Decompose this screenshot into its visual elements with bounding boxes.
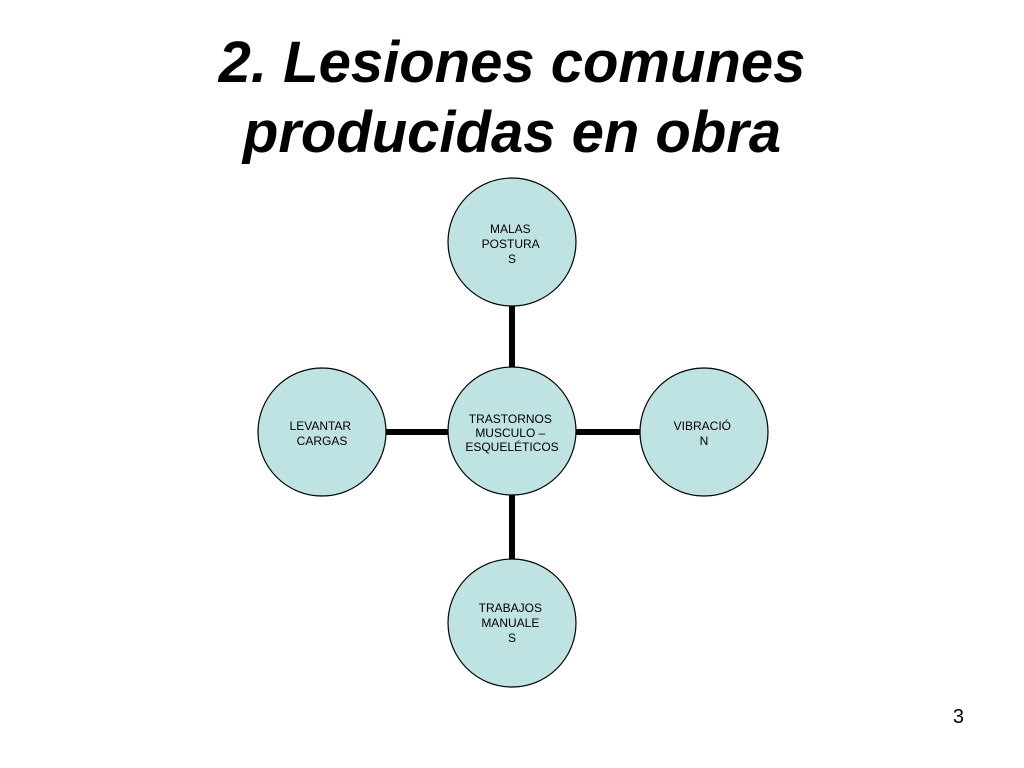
node-bottom-label: TRABAJOS MANUALE S (479, 601, 546, 645)
node-right (639, 367, 769, 497)
node-center-label: TRASTORNOS MUSCULO – ESQUELÉTICOS (465, 412, 558, 454)
node-top (447, 177, 577, 307)
node-right-label: VIBRACIÓ N (674, 418, 735, 448)
slide-title-line-1: 2. Lesiones comunes (218, 30, 806, 95)
slide-title-line-2: producidas en obra (242, 100, 782, 165)
page-number: 3 (952, 706, 964, 728)
node-top-label: MALAS POSTURA S (482, 222, 543, 266)
node-bottom (447, 558, 577, 688)
node-left (257, 367, 387, 497)
node-left-label: LEVANTAR CARGAS (290, 419, 355, 448)
node-center (447, 366, 577, 496)
slide-title: 2. Lesiones comunes producidas en obra (0, 28, 1024, 168)
